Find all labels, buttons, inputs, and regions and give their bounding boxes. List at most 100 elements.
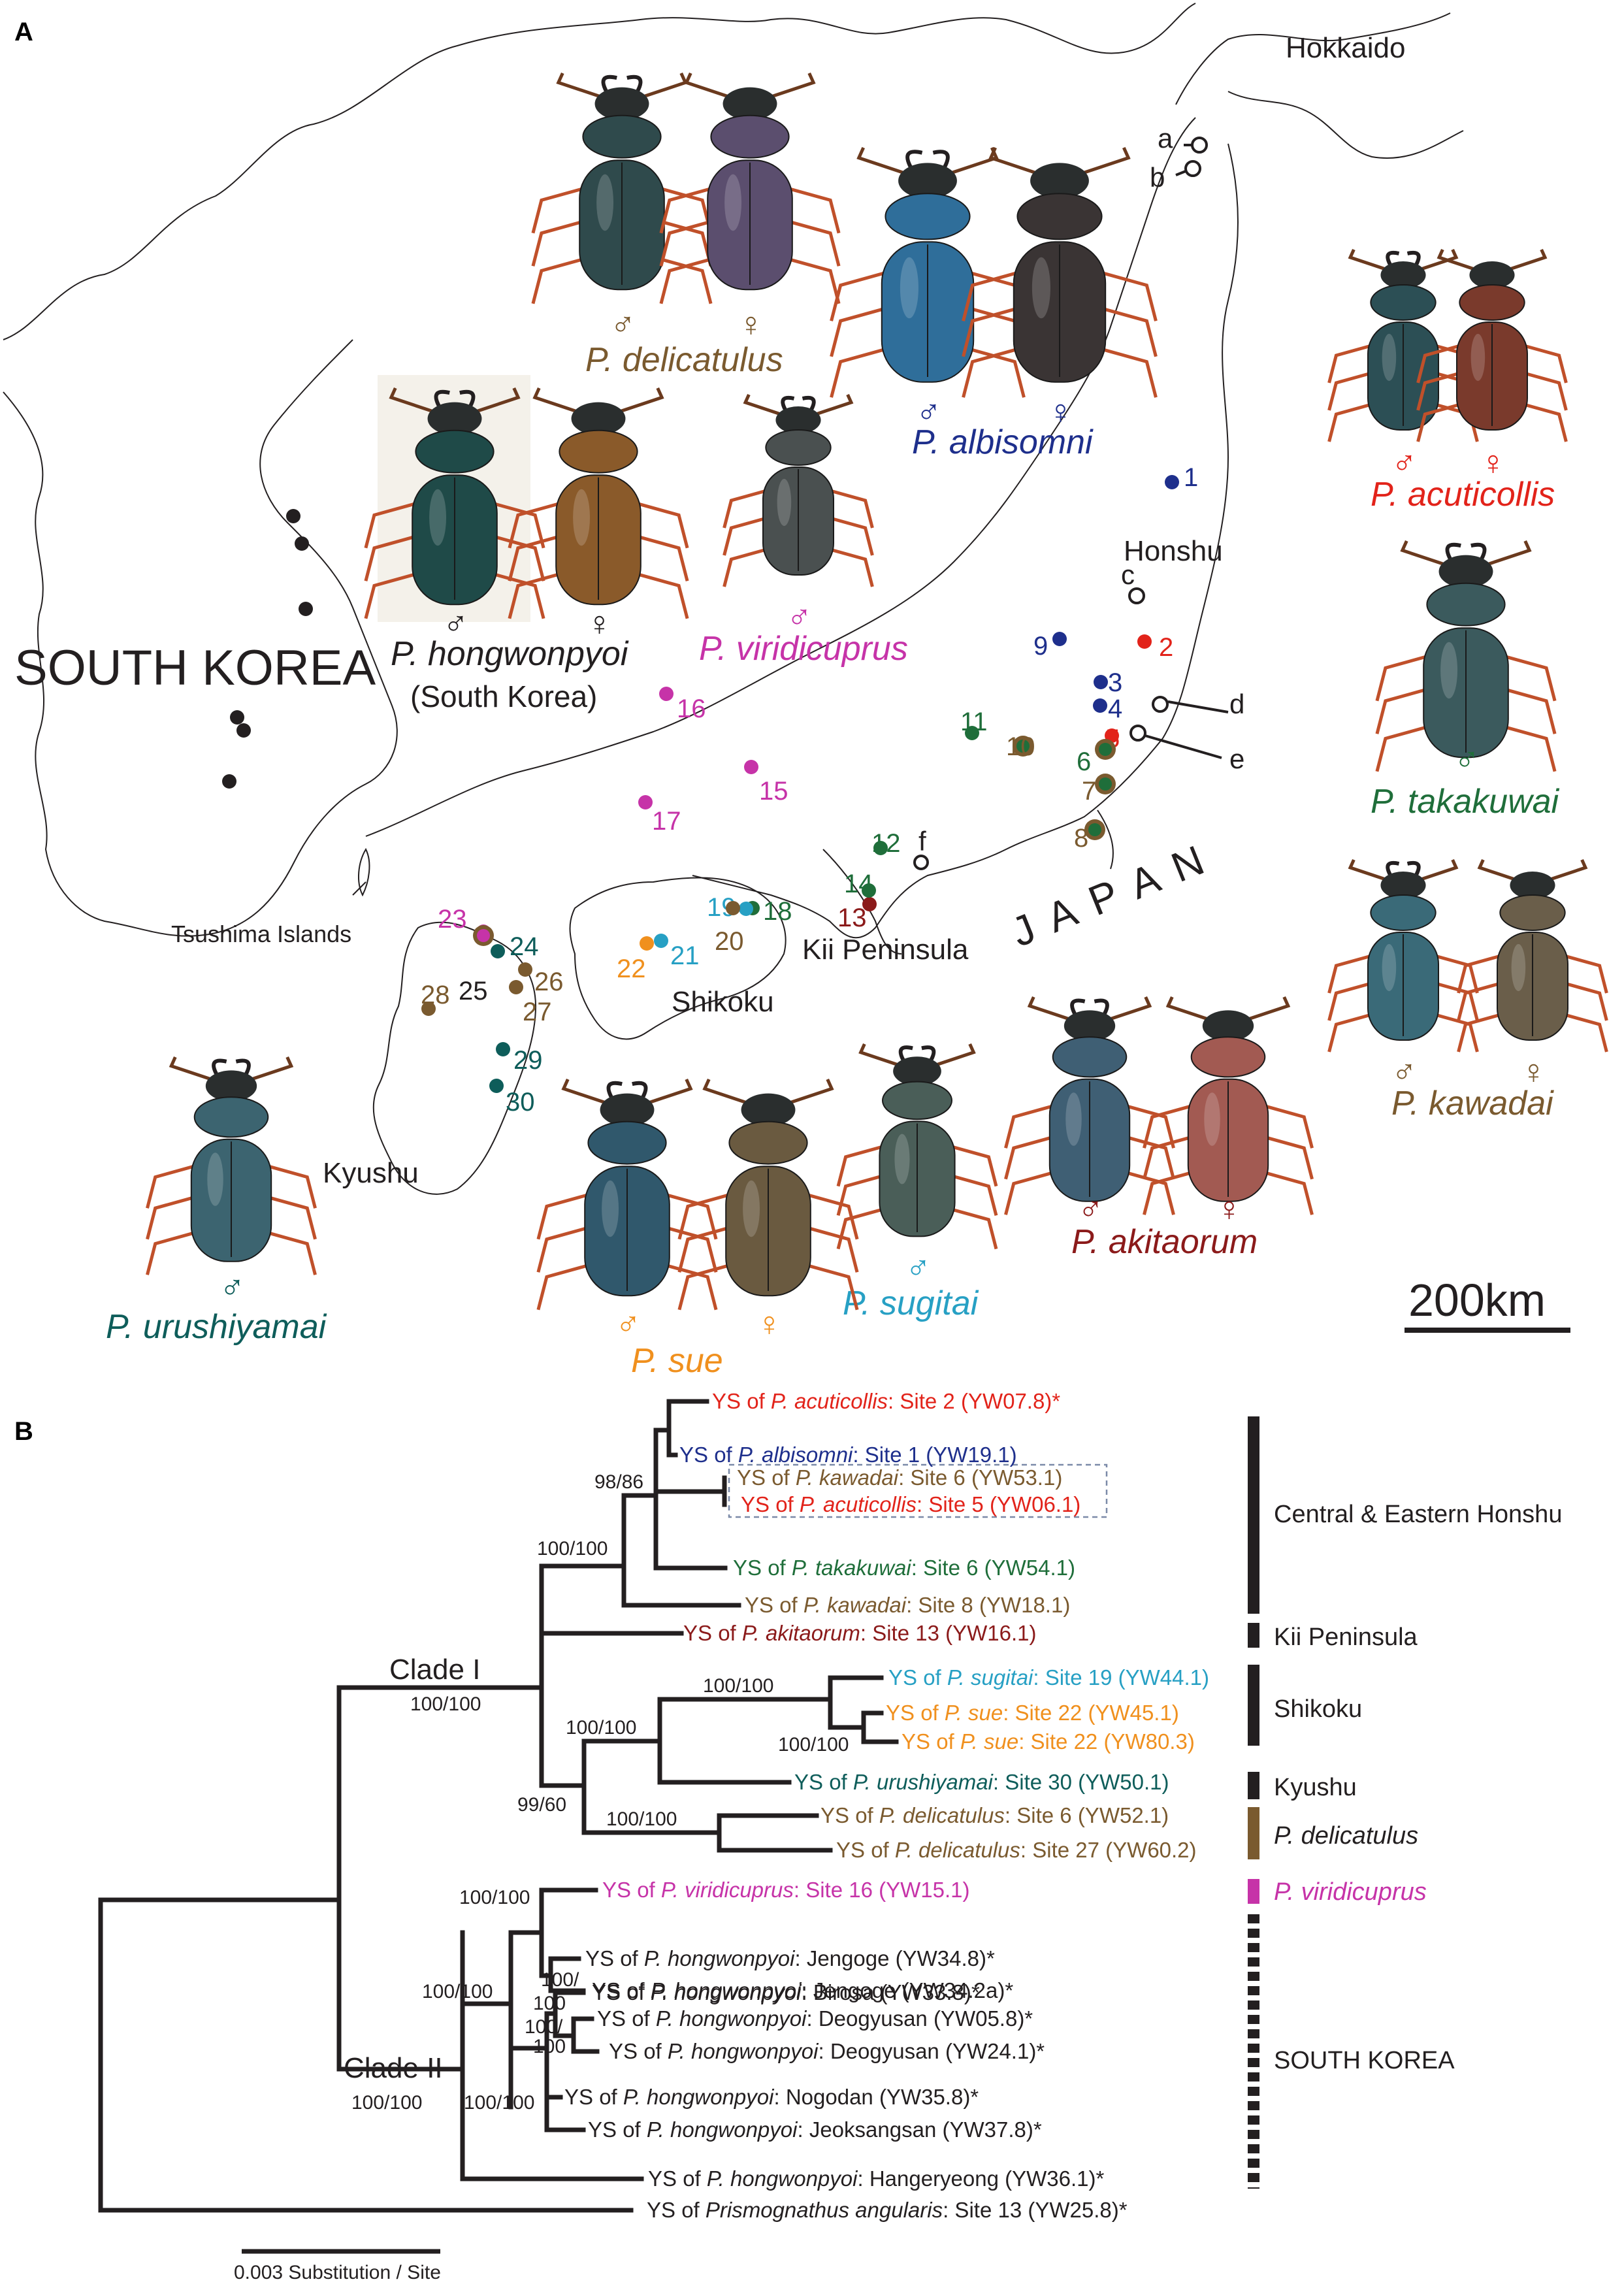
sex-symbol: ♀ xyxy=(1216,1190,1242,1228)
beetle-head xyxy=(1438,555,1493,588)
support-values: 98/86 100/100 100/100 100/100 100/100 10… xyxy=(351,1471,849,2114)
site-marker xyxy=(1088,823,1101,836)
tip-suffix: : Site 5 (YW06.1) xyxy=(917,1492,1080,1516)
beetle-leg xyxy=(1091,304,1158,357)
tip-label: YS of P. hongwonpyoi: Jengoge (YW34.2a)* xyxy=(592,1978,1013,2002)
tip-prefix: YS of xyxy=(820,1803,879,1827)
beetle-antenna xyxy=(1165,996,1209,1021)
site-marker xyxy=(862,897,877,911)
species-plate-kawadai: ♂♀P. kawadai xyxy=(1327,858,1608,1122)
tip-label: YS of P. hongwonpyoi: Deogyusan (YW24.1)… xyxy=(609,2039,1045,2063)
izu-coast xyxy=(1097,809,1114,870)
site-marker xyxy=(739,902,753,916)
tip-prefix: YS of xyxy=(683,1621,742,1645)
open-site-b xyxy=(1184,160,1201,177)
hokkaido-coast xyxy=(1175,12,1464,159)
panel-a-map: A Hokkaido SOUTH xyxy=(3,3,1608,1380)
site-label: 6 xyxy=(1077,747,1091,776)
beetle-leg xyxy=(723,514,774,556)
sex-symbol: ♀ xyxy=(1048,393,1073,431)
beetle-antenna xyxy=(561,1078,607,1105)
beetle-leg xyxy=(1375,652,1437,702)
beetle-leg xyxy=(1557,1011,1608,1053)
group-label: P. viridicuprus xyxy=(1274,1878,1427,1906)
region-kii: Kii Peninsula xyxy=(802,934,969,966)
open-site-label: b xyxy=(1150,162,1165,193)
tip-species: P. takakuwai xyxy=(792,1556,913,1580)
beetle-antenna xyxy=(1027,996,1071,1021)
tip-prefix: YS of xyxy=(592,1980,651,2004)
tip-suffix: : Deogyusan (YW24.1)* xyxy=(818,2039,1045,2063)
species-plate-delicatulus: ♂♀P. delicatulus xyxy=(531,72,841,379)
beetle-leg xyxy=(779,217,841,267)
beetle-icon xyxy=(1375,540,1557,772)
tip-label: YS of P. delicatulus: Site 27 (YW60.2) xyxy=(836,1838,1197,1862)
beetle-head xyxy=(1064,1010,1116,1041)
beetle-icon xyxy=(1457,858,1608,1053)
species-name: P. sugitai xyxy=(843,1284,979,1322)
group-label: Kyushu xyxy=(1274,1774,1357,1801)
site-label: 22 xyxy=(617,955,646,983)
site-marker xyxy=(659,687,674,701)
beetle-antenna xyxy=(642,72,688,99)
honshu-north-coast xyxy=(365,117,1196,837)
branch-shikoku xyxy=(657,1675,833,1730)
tip-label: YS of P. kawadai: Site 8 (YW18.1) xyxy=(745,1593,1070,1617)
beetle-sheen xyxy=(207,1152,223,1206)
clade-ii-label: Clade II xyxy=(344,2052,443,2084)
beetle-leg xyxy=(1327,952,1379,994)
tip-species: P. acuticollis xyxy=(771,1389,888,1413)
beetle-leg xyxy=(1516,400,1568,442)
beetle-leg xyxy=(962,304,1028,357)
species-name: P. viridicuprus xyxy=(699,630,908,668)
tip-prefix: YS of xyxy=(585,1946,644,1970)
beetle-sheen xyxy=(743,1180,760,1237)
group-label: Shikoku xyxy=(1274,1695,1362,1723)
beetle-leg xyxy=(259,1193,317,1240)
site-label: 28 xyxy=(421,981,450,1009)
beetle-antenna xyxy=(702,1078,748,1105)
beetle-antenna xyxy=(935,1043,976,1067)
site-marker xyxy=(496,1042,510,1056)
site-label: 12 xyxy=(871,829,901,858)
beetle-mandible xyxy=(1070,998,1086,1016)
species-name: P. takakuwai xyxy=(1371,783,1560,821)
tip-prefix: YS of xyxy=(597,2006,656,2031)
tip-label: YS of P. albisomni: Site 1 (YW19.1) xyxy=(679,1443,1017,1467)
group-label: Kii Peninsula xyxy=(1274,1624,1418,1651)
korea-site-dot xyxy=(299,602,313,616)
site-label: 10 xyxy=(1006,732,1035,761)
tip-suffix: : Site 13 (YW25.8)* xyxy=(943,2198,1128,2222)
tip-species: P. hongwonpyoi xyxy=(668,2039,819,2063)
beetle-leg xyxy=(1091,344,1158,398)
branch-jengoge xyxy=(539,1956,553,1993)
site-label: 27 xyxy=(523,998,552,1026)
tip-label: YS of P. kawadai: Site 6 (YW53.1) xyxy=(737,1465,1062,1490)
beetle-leg xyxy=(830,344,896,398)
site-marker xyxy=(638,795,653,809)
beetle-pronotum xyxy=(765,429,832,466)
beetle-icon xyxy=(677,1078,859,1311)
site-marker xyxy=(518,962,532,977)
tip-prefix: YS of xyxy=(648,2166,707,2191)
open-site-e-pointer xyxy=(1145,734,1222,759)
beetle-leg xyxy=(1516,369,1568,411)
beetle-head xyxy=(205,1070,257,1102)
site-marker xyxy=(965,726,979,740)
beetle-leg xyxy=(659,217,721,267)
beetle-leg xyxy=(483,532,545,581)
beetle-antenna xyxy=(389,387,434,414)
beetle-pronotum xyxy=(1370,894,1437,931)
site-label: 15 xyxy=(759,777,788,806)
branch-southwest xyxy=(539,1739,587,1835)
beetle-leg xyxy=(779,184,841,234)
support-value: 100/100 xyxy=(606,1808,677,1830)
beetle-leg xyxy=(1091,268,1158,321)
beetle-leg xyxy=(677,1190,739,1240)
site-label: 24 xyxy=(510,932,539,961)
branch-clade-i xyxy=(336,1563,544,1788)
beetle-antenna xyxy=(250,1056,294,1081)
beetle-leg xyxy=(508,570,570,619)
beetle-mandible xyxy=(921,1045,936,1062)
